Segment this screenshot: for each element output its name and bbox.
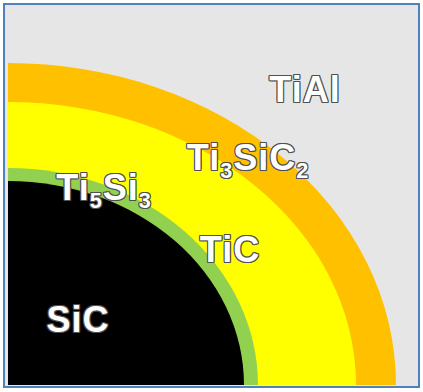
formula-part: TiC [200,229,260,270]
outer-band: SiCTi5Si3TiCTi3SiC2 [8,63,396,385]
inner-band-fill [8,168,258,385]
formula-part: TiAl [269,69,340,110]
matrix-panel: SiCTi5Si3TiCTi3SiC2TiAl [3,3,420,388]
formula-part: SiC [233,137,296,178]
phase-label: Ti5Si3 [56,170,151,206]
formula-part: Ti [56,167,89,208]
core-circle-shape [8,181,244,385]
subscript: 5 [90,188,103,213]
formula-part: SiC [46,299,109,340]
core-circle: SiC [8,181,244,385]
subscript: 2 [296,158,309,183]
formula-part: Ti [187,137,220,178]
core-circle-fill [8,181,244,385]
middle-band-fill [8,102,356,385]
phase-label: Ti3SiC2 [187,140,309,176]
phase-label: SiC [46,302,109,338]
phase-label: TiC [200,232,260,268]
phase-label: TiAl [269,72,340,108]
subscript: 3 [220,158,233,183]
formula-part: Si [103,167,139,208]
middle-band: SiCTi5Si3TiC [8,102,356,385]
outer-band-fill [8,63,396,385]
subscript: 3 [139,188,152,213]
inner-band: SiC Ti5Si3 [8,168,258,385]
